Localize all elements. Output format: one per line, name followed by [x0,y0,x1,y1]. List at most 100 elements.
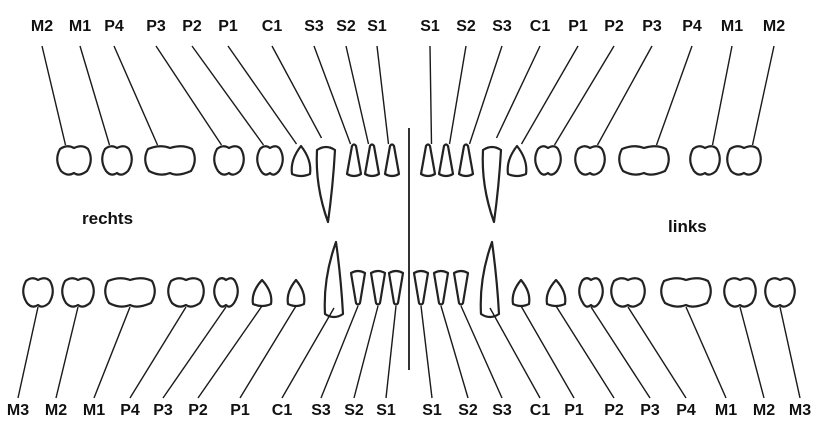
lower-right-p1-tooth [288,280,305,306]
lower-right-m3-tooth [23,278,53,306]
upper-right-p1-leader [228,46,297,144]
lower-left-m2-leader [740,307,764,398]
lower-right-m3-leader [18,307,38,398]
upper-left-m2-leader [753,46,775,145]
upper-right-p4-label: P4 [104,18,124,35]
upper-right-m2-leader [42,46,66,145]
lower-left-m1-leader [686,307,726,398]
lower-right-p3-tooth [214,278,238,306]
upper-left-p1-leader [522,46,579,144]
upper-left-s2-label: S2 [456,18,476,35]
lower-left-p1-tooth [513,280,530,306]
lower-left-p4-tooth [611,278,645,306]
lower-right-p3-label: P3 [153,402,173,419]
upper-right-p1-tooth [292,146,311,176]
upper-left-m2-label: M2 [763,18,785,35]
upper-right-p3-leader [156,46,222,145]
upper-right-p4-leader [114,46,158,145]
upper-left-p4-tooth [619,146,669,174]
lower-right-m2-tooth [62,278,94,306]
lower-left-s1-leader [421,306,432,398]
lower-right-m1-label: M1 [83,402,105,419]
lower-left-p1-leader [521,306,574,398]
lower-left-s3-label: S3 [492,402,512,419]
upper-right-s3-tooth [347,145,361,177]
upper-right-m2-tooth [57,146,91,174]
lower-right-p2-tooth [253,280,272,306]
upper-right-m1-label: M1 [69,18,91,35]
lower-right-m2-leader [56,307,78,398]
upper-left-m1-label: M1 [721,18,743,35]
lower-left-m3-label: M3 [789,402,811,419]
upper-right-p2-label: P2 [182,18,202,35]
upper-right-p3-tooth [214,146,244,174]
lower-right-p1-leader [240,306,296,398]
lower-right-s3-label: S3 [311,402,331,419]
lower-left-m2-label: M2 [753,402,775,419]
upper-left-p3-label: P3 [642,18,662,35]
lower-left-p3-leader [591,307,650,398]
upper-right-s2-tooth [365,145,379,177]
upper-left-p1-label: P1 [568,18,588,35]
lower-right-s2-label: S2 [344,402,364,419]
lower-left-c1-tooth [481,242,499,317]
upper-right-s3-label: S3 [304,18,324,35]
upper-left-s2-tooth [439,145,453,177]
lower-right-s2-tooth [371,271,385,305]
upper-right-p3-label: P3 [146,18,166,35]
upper-right-m2-label: M2 [31,18,53,35]
lower-left-s1-label: S1 [422,402,442,419]
lower-left-p2-tooth [547,280,566,306]
upper-left-s1-leader [430,46,432,144]
upper-left-c1-tooth [483,147,501,222]
lower-right-p2-label: P2 [188,402,208,419]
lower-left-m1-tooth [661,278,711,306]
upper-right-s1-label: S1 [367,18,387,35]
lower-left-c1-leader [490,308,540,398]
lower-right-s3-tooth [351,271,365,305]
lower-right-m2-label: M2 [45,402,67,419]
lower-left-p3-tooth [579,278,603,306]
lower-left-m3-leader [780,307,800,398]
upper-right-p2-tooth [257,146,283,174]
upper-right-c1-leader [272,46,322,138]
lower-left-s2-leader [441,306,468,398]
upper-left-m1-leader [713,46,733,145]
upper-left-s1-tooth [421,145,435,177]
upper-left-s3-label: S3 [492,18,512,35]
lower-left-p3-label: P3 [640,402,660,419]
lower-right-p1-label: P1 [230,402,250,419]
lower-left-s1-tooth [414,271,428,305]
lower-left-p4-label: P4 [676,402,696,419]
lower-left-p2-label: P2 [604,402,624,419]
upper-right-p1-label: P1 [218,18,238,35]
lower-right-p4-label: P4 [120,402,140,419]
upper-left-p1-tooth [508,146,527,176]
upper-right-s1-leader [377,46,389,144]
lower-right-p4-tooth [168,278,204,306]
lower-left-m1-label: M1 [715,402,737,419]
lower-right-c1-tooth [325,242,343,317]
upper-left-p3-tooth [575,146,605,174]
upper-right-p2-leader [192,46,264,145]
upper-left-p2-label: P2 [604,18,624,35]
lower-right-s1-leader [386,306,396,398]
lower-right-c1-label: C1 [272,402,293,419]
lower-left-p4-leader [628,307,686,398]
upper-left-p2-tooth [535,146,561,174]
lower-left-s3-tooth [454,271,468,305]
lower-left-c1-label: C1 [530,402,551,419]
upper-right-c1-tooth [317,147,335,222]
upper-right-p4-tooth [145,146,195,174]
upper-left-p4-label: P4 [682,18,702,35]
lower-right-s1-label: S1 [376,402,396,419]
lower-left-m3-tooth [765,278,795,306]
lower-left-s2-label: S2 [458,402,478,419]
lower-left-p2-leader [556,306,614,398]
side-label-left: links [668,217,707,236]
lower-right-m1-leader [94,307,130,398]
lower-left-s2-tooth [434,271,448,305]
